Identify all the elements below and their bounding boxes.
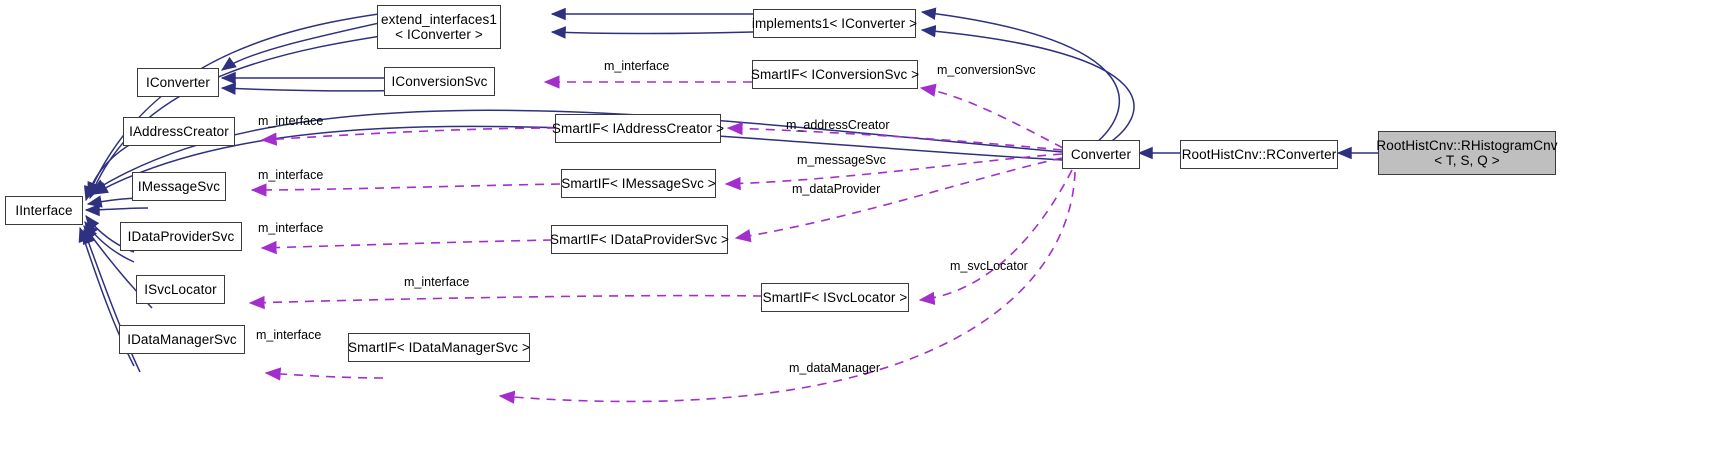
- node-rconverter[interactable]: RootHistCnv::RConverter: [1180, 140, 1338, 169]
- node-label: IAddressCreator: [129, 124, 229, 139]
- edge-label-m-addresscreator: m_addressCreator: [786, 118, 890, 132]
- node-label: IConverter: [145, 75, 211, 90]
- node-label: ISvcLocator: [144, 282, 217, 297]
- node-label: RootHistCnv::RConverter: [1181, 147, 1337, 162]
- edge-label-m-interface-messagesvc: m_interface: [258, 168, 324, 182]
- node-iconverter[interactable]: IConverter: [137, 68, 219, 97]
- node-isvclocator[interactable]: ISvcLocator: [136, 275, 225, 304]
- node-smartif-iconversionsvc[interactable]: SmartIF< IConversionSvc >: [750, 60, 920, 89]
- edge-label-m-interface-conversionsvc: m_interface: [604, 59, 670, 73]
- node-extend-interfaces1[interactable]: extend_interfaces1 < IConverter >: [377, 5, 501, 49]
- node-smartif-isvclocator[interactable]: SmartIF< ISvcLocator >: [761, 283, 909, 312]
- node-label: RootHistCnv::RHistogramCnv: [1376, 138, 1558, 153]
- edge-label-m-interface-dataprovider: m_interface: [258, 221, 324, 235]
- node-converter[interactable]: Converter: [1062, 140, 1140, 169]
- node-label: Converter: [1070, 147, 1132, 162]
- usage-edges: [248, 75, 1076, 404]
- node-iaddresscreator[interactable]: IAddressCreator: [123, 117, 235, 146]
- node-smartif-idatamanagersvc[interactable]: SmartIF< IDataManagerSvc >: [348, 333, 530, 362]
- node-label: SmartIF< IAddressCreator >: [551, 121, 725, 136]
- node-label: SmartIF< IDataManagerSvc >: [348, 340, 530, 355]
- node-idatamanagersvc[interactable]: IDataManagerSvc: [119, 325, 245, 354]
- node-label: IDataManagerSvc: [127, 332, 237, 347]
- node-implements1[interactable]: implements1< IConverter >: [751, 9, 918, 38]
- edge-label-m-interface-svclocator: m_interface: [404, 275, 470, 289]
- edge-label-m-conversionsvc: m_conversionSvc: [937, 63, 1036, 77]
- inheritance-edges: [78, 7, 1378, 373]
- edge-label-m-datamanager: m_dataManager: [789, 361, 881, 375]
- edge-label-m-interface-addresscreator: m_interface: [258, 114, 324, 128]
- node-label: IConversionSvc: [391, 74, 488, 89]
- edge-label-m-svclocator: m_svcLocator: [950, 259, 1028, 273]
- node-label: IMessageSvc: [137, 179, 221, 194]
- node-label: SmartIF< IConversionSvc >: [750, 67, 920, 82]
- node-iconversionsvc[interactable]: IConversionSvc: [384, 67, 495, 96]
- node-rhistogramcnv[interactable]: RootHistCnv::RHistogramCnv < T, S, Q >: [1376, 131, 1558, 175]
- node-label: IDataProviderSvc: [127, 229, 235, 244]
- node-label: SmartIF< IMessageSvc >: [561, 176, 716, 191]
- node-smartif-iaddresscreator[interactable]: SmartIF< IAddressCreator >: [551, 114, 725, 143]
- edge-label-m-dataprovider: m_dataProvider: [792, 182, 881, 196]
- node-iinterface[interactable]: IInterface: [5, 196, 83, 225]
- node-imessagesvc[interactable]: IMessageSvc: [132, 172, 226, 201]
- edge-label-m-interface-datamanager: m_interface: [256, 328, 322, 342]
- edge-label-m-messagesvc: m_messageSvc: [797, 153, 886, 167]
- node-label: SmartIF< IDataProviderSvc >: [550, 232, 730, 247]
- node-label: SmartIF< ISvcLocator >: [762, 290, 908, 305]
- node-label: extend_interfaces1: [381, 12, 497, 27]
- node-smartif-imessagesvc[interactable]: SmartIF< IMessageSvc >: [561, 169, 716, 198]
- node-label-line2: < T, S, Q >: [1434, 153, 1500, 168]
- node-label: implements1< IConverter >: [751, 16, 918, 31]
- node-label-line2: < IConverter >: [395, 27, 483, 42]
- node-label: IInterface: [15, 203, 73, 218]
- node-smartif-idataprovidersvc[interactable]: SmartIF< IDataProviderSvc >: [550, 225, 730, 254]
- node-idataprovidersvc[interactable]: IDataProviderSvc: [120, 222, 242, 251]
